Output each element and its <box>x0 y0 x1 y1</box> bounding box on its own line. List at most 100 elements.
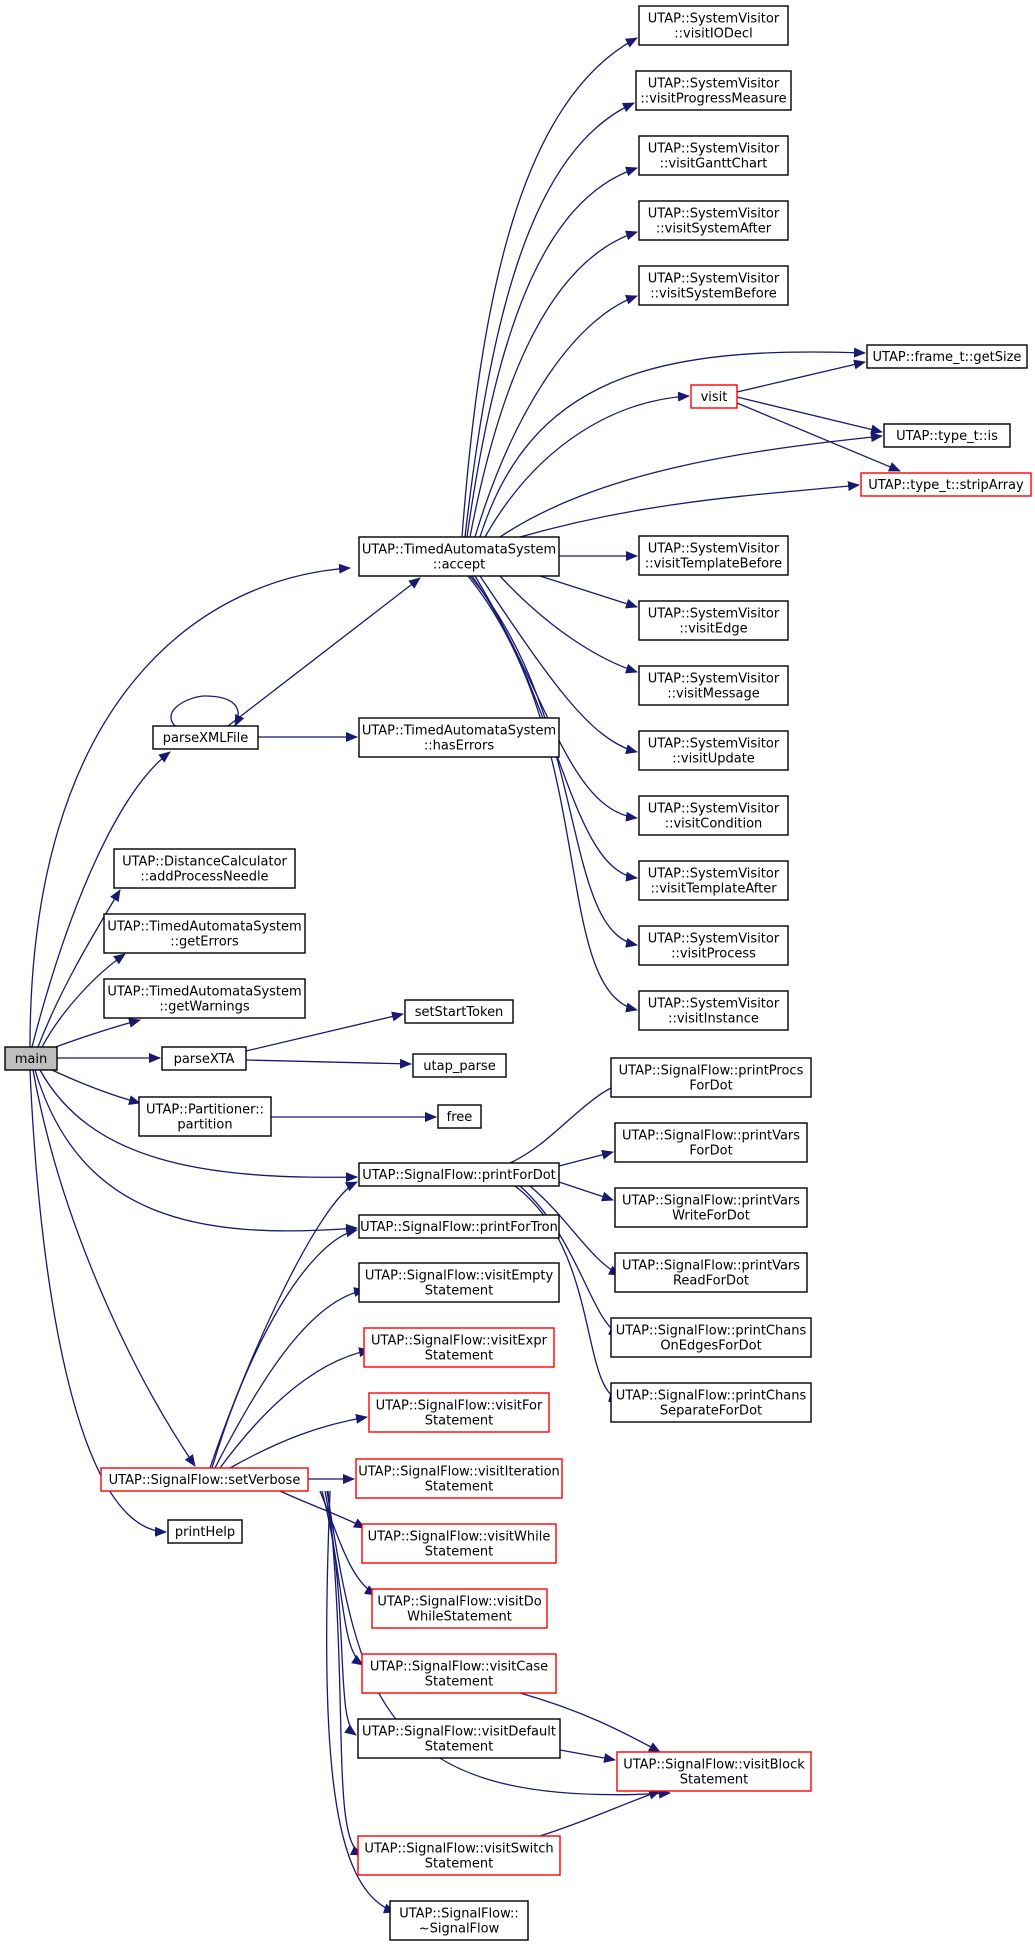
node-box <box>103 913 306 954</box>
node-label: Statement <box>425 1675 493 1690</box>
node-setStartToken[interactable]: setStartToken <box>404 999 514 1024</box>
node-visitUpdate[interactable]: UTAP::SystemVisitor::visitUpdate <box>638 730 789 771</box>
edge-setVerbose-to-destructor <box>326 1490 396 1914</box>
node-label: UTAP::SystemVisitor <box>648 607 780 622</box>
edge-arrow <box>474 575 638 822</box>
node-box <box>638 730 789 771</box>
node-label: free <box>447 1110 473 1125</box>
edge-accept-to-visitSystemAfter <box>469 230 638 538</box>
node-hasErrors[interactable]: UTAP::TimedAutomataSystem::hasErrors <box>358 717 560 758</box>
node-label: ForDot <box>689 1079 732 1094</box>
node-box <box>638 860 789 901</box>
node-label: ::visitIODecl <box>674 27 752 42</box>
node-visitTemplateAfter[interactable]: UTAP::SystemVisitor::visitTemplateAfter <box>638 860 789 901</box>
edge-main-to-getWarnings <box>49 1018 141 1050</box>
node-label: UTAP::SignalFlow:: <box>399 1907 519 1922</box>
node-visitSystemAfter[interactable]: UTAP::SystemVisitor::visitSystemAfter <box>638 200 789 241</box>
node-getSize[interactable]: UTAP::frame_t::getSize <box>866 344 1028 369</box>
edge-setVerbose-to-visitEmptyStatement <box>214 1287 366 1469</box>
node-label: partition <box>177 1118 232 1133</box>
node-printChansOnEdgesForDot[interactable]: UTAP::SignalFlow::printChansOnEdgesForDo… <box>610 1317 812 1358</box>
node-visitInstance[interactable]: UTAP::SystemVisitor::visitInstance <box>638 990 789 1031</box>
node-free[interactable]: free <box>437 1104 482 1129</box>
node-visit[interactable]: visit <box>690 384 738 409</box>
edge-arrow <box>471 575 638 882</box>
node-visitCondition[interactable]: UTAP::SystemVisitor::visitCondition <box>638 795 789 836</box>
nodes-layer: main UTAP::TimedAutomataSystem::acceptpar… <box>4 5 1032 1941</box>
edge-accept-to-getSize <box>479 347 866 538</box>
node-stripArray[interactable]: UTAP::type_t::stripArray <box>860 472 1032 497</box>
edge-arrow <box>479 575 638 755</box>
edge-accept-to-visitTemplateAfter <box>471 575 638 882</box>
edge-arrow <box>214 1287 366 1469</box>
node-parseXTA[interactable]: parseXTA <box>161 1046 247 1071</box>
node-visitMessage[interactable]: UTAP::SystemVisitor::visitMessage <box>638 665 789 706</box>
node-box <box>638 795 789 836</box>
node-getWarnings[interactable]: UTAP::TimedAutomataSystem::getWarnings <box>103 978 306 1019</box>
edge-arrow <box>467 575 638 1013</box>
node-box <box>389 1900 529 1941</box>
edge-arrow <box>558 1149 614 1167</box>
node-visitEdge[interactable]: UTAP::SystemVisitor::visitEdge <box>638 600 789 641</box>
node-main[interactable]: main <box>4 1046 58 1071</box>
node-printChansSeparateForDot[interactable]: UTAP::SignalFlow::printChansSeparateForD… <box>610 1382 812 1423</box>
node-is[interactable]: UTAP::type_t::is <box>883 423 1011 448</box>
node-printForDot[interactable]: UTAP::SignalFlow::printForDot <box>358 1162 560 1187</box>
node-visitIterationStatement[interactable]: UTAP::SignalFlow::visitIterationStatemen… <box>355 1458 563 1499</box>
node-parseXMLFile[interactable]: parseXMLFile <box>152 725 259 750</box>
node-visitIODecl[interactable]: UTAP::SystemVisitor::visitIODecl <box>638 5 789 46</box>
node-label: UTAP::TimedAutomataSystem <box>362 724 556 739</box>
node-accept[interactable]: UTAP::TimedAutomataSystem::accept <box>358 536 560 577</box>
node-label: ::visitMessage <box>667 687 760 702</box>
edge-accept-to-visitIODecl <box>461 37 638 538</box>
node-setVerbose[interactable]: UTAP::SignalFlow::setVerbose <box>100 1467 309 1492</box>
node-label: parseXMLFile <box>163 731 248 746</box>
node-addProcessNeedle[interactable]: UTAP::DistanceCalculator::addProcessNeed… <box>113 848 296 889</box>
node-partition[interactable]: UTAP::Partitioner::partition <box>138 1096 272 1137</box>
node-visitGanttChart[interactable]: UTAP::SystemVisitor::visitGanttChart <box>638 135 789 176</box>
node-destructor[interactable]: UTAP::SignalFlow::~SignalFlow <box>389 1900 529 1941</box>
edge-arrow <box>464 102 635 538</box>
node-box <box>638 135 789 176</box>
node-label: UTAP::SystemVisitor <box>648 672 780 687</box>
node-label: UTAP::SystemVisitor <box>648 542 780 557</box>
node-visitProgressMeasure[interactable]: UTAP::SystemVisitor::visitProgressMeasur… <box>635 70 792 111</box>
node-box <box>635 70 792 111</box>
node-label: Statement <box>425 1414 493 1429</box>
node-box <box>412 1053 507 1078</box>
node-utap_parse[interactable]: utap_parse <box>412 1053 507 1078</box>
node-visitSystemBefore[interactable]: UTAP::SystemVisitor::visitSystemBefore <box>638 265 789 306</box>
node-label: UTAP::type_t::stripArray <box>868 478 1024 493</box>
node-printForTron[interactable]: UTAP::SignalFlow::printForTron <box>358 1214 560 1239</box>
node-label: SeparateForDot <box>660 1404 762 1419</box>
node-printHelp[interactable]: printHelp <box>167 1519 243 1544</box>
node-label: visit <box>701 390 728 405</box>
edge-arrow <box>519 481 860 538</box>
node-label: ::visitUpdate <box>672 752 755 767</box>
node-visitTemplateBefore[interactable]: UTAP::SystemVisitor::visitTemplateBefore <box>638 535 789 576</box>
edge-setVerbose-to-printForDot <box>209 1181 358 1469</box>
edge-arrow <box>227 577 421 727</box>
edge-parseXMLFile-to-accept <box>227 577 421 727</box>
node-box <box>113 848 296 889</box>
node-box <box>638 265 789 306</box>
node-visitProcess[interactable]: UTAP::SystemVisitor::visitProcess <box>638 925 789 966</box>
edge-arrow <box>461 37 638 538</box>
node-getErrors[interactable]: UTAP::TimedAutomataSystem::getErrors <box>103 913 306 954</box>
edge-accept-to-visitUpdate <box>479 575 638 755</box>
node-box <box>103 978 306 1019</box>
node-box <box>638 535 789 576</box>
